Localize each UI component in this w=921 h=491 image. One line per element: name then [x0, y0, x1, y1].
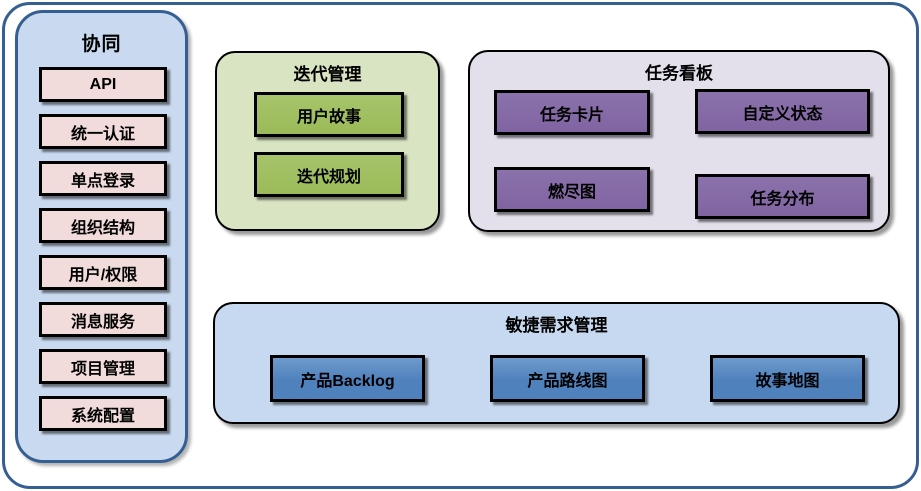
group-agile-requirements: 敏捷需求管理 产品Backlog 产品路线图 故事地图	[213, 302, 900, 424]
group-task-kanban: 任务看板 任务卡片 自定义状态 燃尽图 任务分布	[468, 50, 890, 232]
agile-item-product-backlog: 产品Backlog	[270, 355, 425, 402]
sidebar-item-org-structure: 组织结构	[39, 208, 167, 243]
sidebar-item-list: API 统一认证 单点登录 组织结构 用户/权限 消息服务 项目管理 系统配置	[39, 67, 167, 431]
group-kanban-title: 任务看板	[645, 64, 713, 83]
kanban-item-burndown-chart: 燃尽图	[494, 167, 650, 212]
sidebar-title: 协同	[81, 34, 122, 55]
group-agile-title: 敏捷需求管理	[505, 316, 608, 335]
sidebar-item-message-service: 消息服务	[39, 302, 167, 337]
sidebar-item-system-config: 系统配置	[39, 396, 167, 431]
sidebar-collaboration: 协同 API 统一认证 单点登录 组织结构 用户/权限 消息服务 项目管理 系统…	[15, 10, 188, 463]
iteration-item-user-story: 用户故事	[254, 92, 404, 137]
agile-item-story-map: 故事地图	[710, 355, 865, 402]
group-iteration-management: 迭代管理 用户故事 迭代规划	[215, 51, 440, 231]
group-iteration-title: 迭代管理	[293, 65, 362, 84]
sidebar-item-user-permission: 用户/权限	[39, 255, 167, 290]
sidebar-item-project-management: 项目管理	[39, 349, 167, 384]
iteration-item-iteration-planning: 迭代规划	[254, 152, 404, 197]
sidebar-item-api: API	[39, 67, 167, 102]
sidebar-item-unified-auth: 统一认证	[39, 114, 167, 149]
agile-item-product-roadmap: 产品路线图	[490, 355, 645, 402]
kanban-item-custom-status: 自定义状态	[695, 89, 870, 134]
kanban-item-task-card: 任务卡片	[494, 90, 650, 135]
sidebar-item-sso: 单点登录	[39, 161, 167, 196]
kanban-item-task-distribution: 任务分布	[695, 174, 870, 219]
